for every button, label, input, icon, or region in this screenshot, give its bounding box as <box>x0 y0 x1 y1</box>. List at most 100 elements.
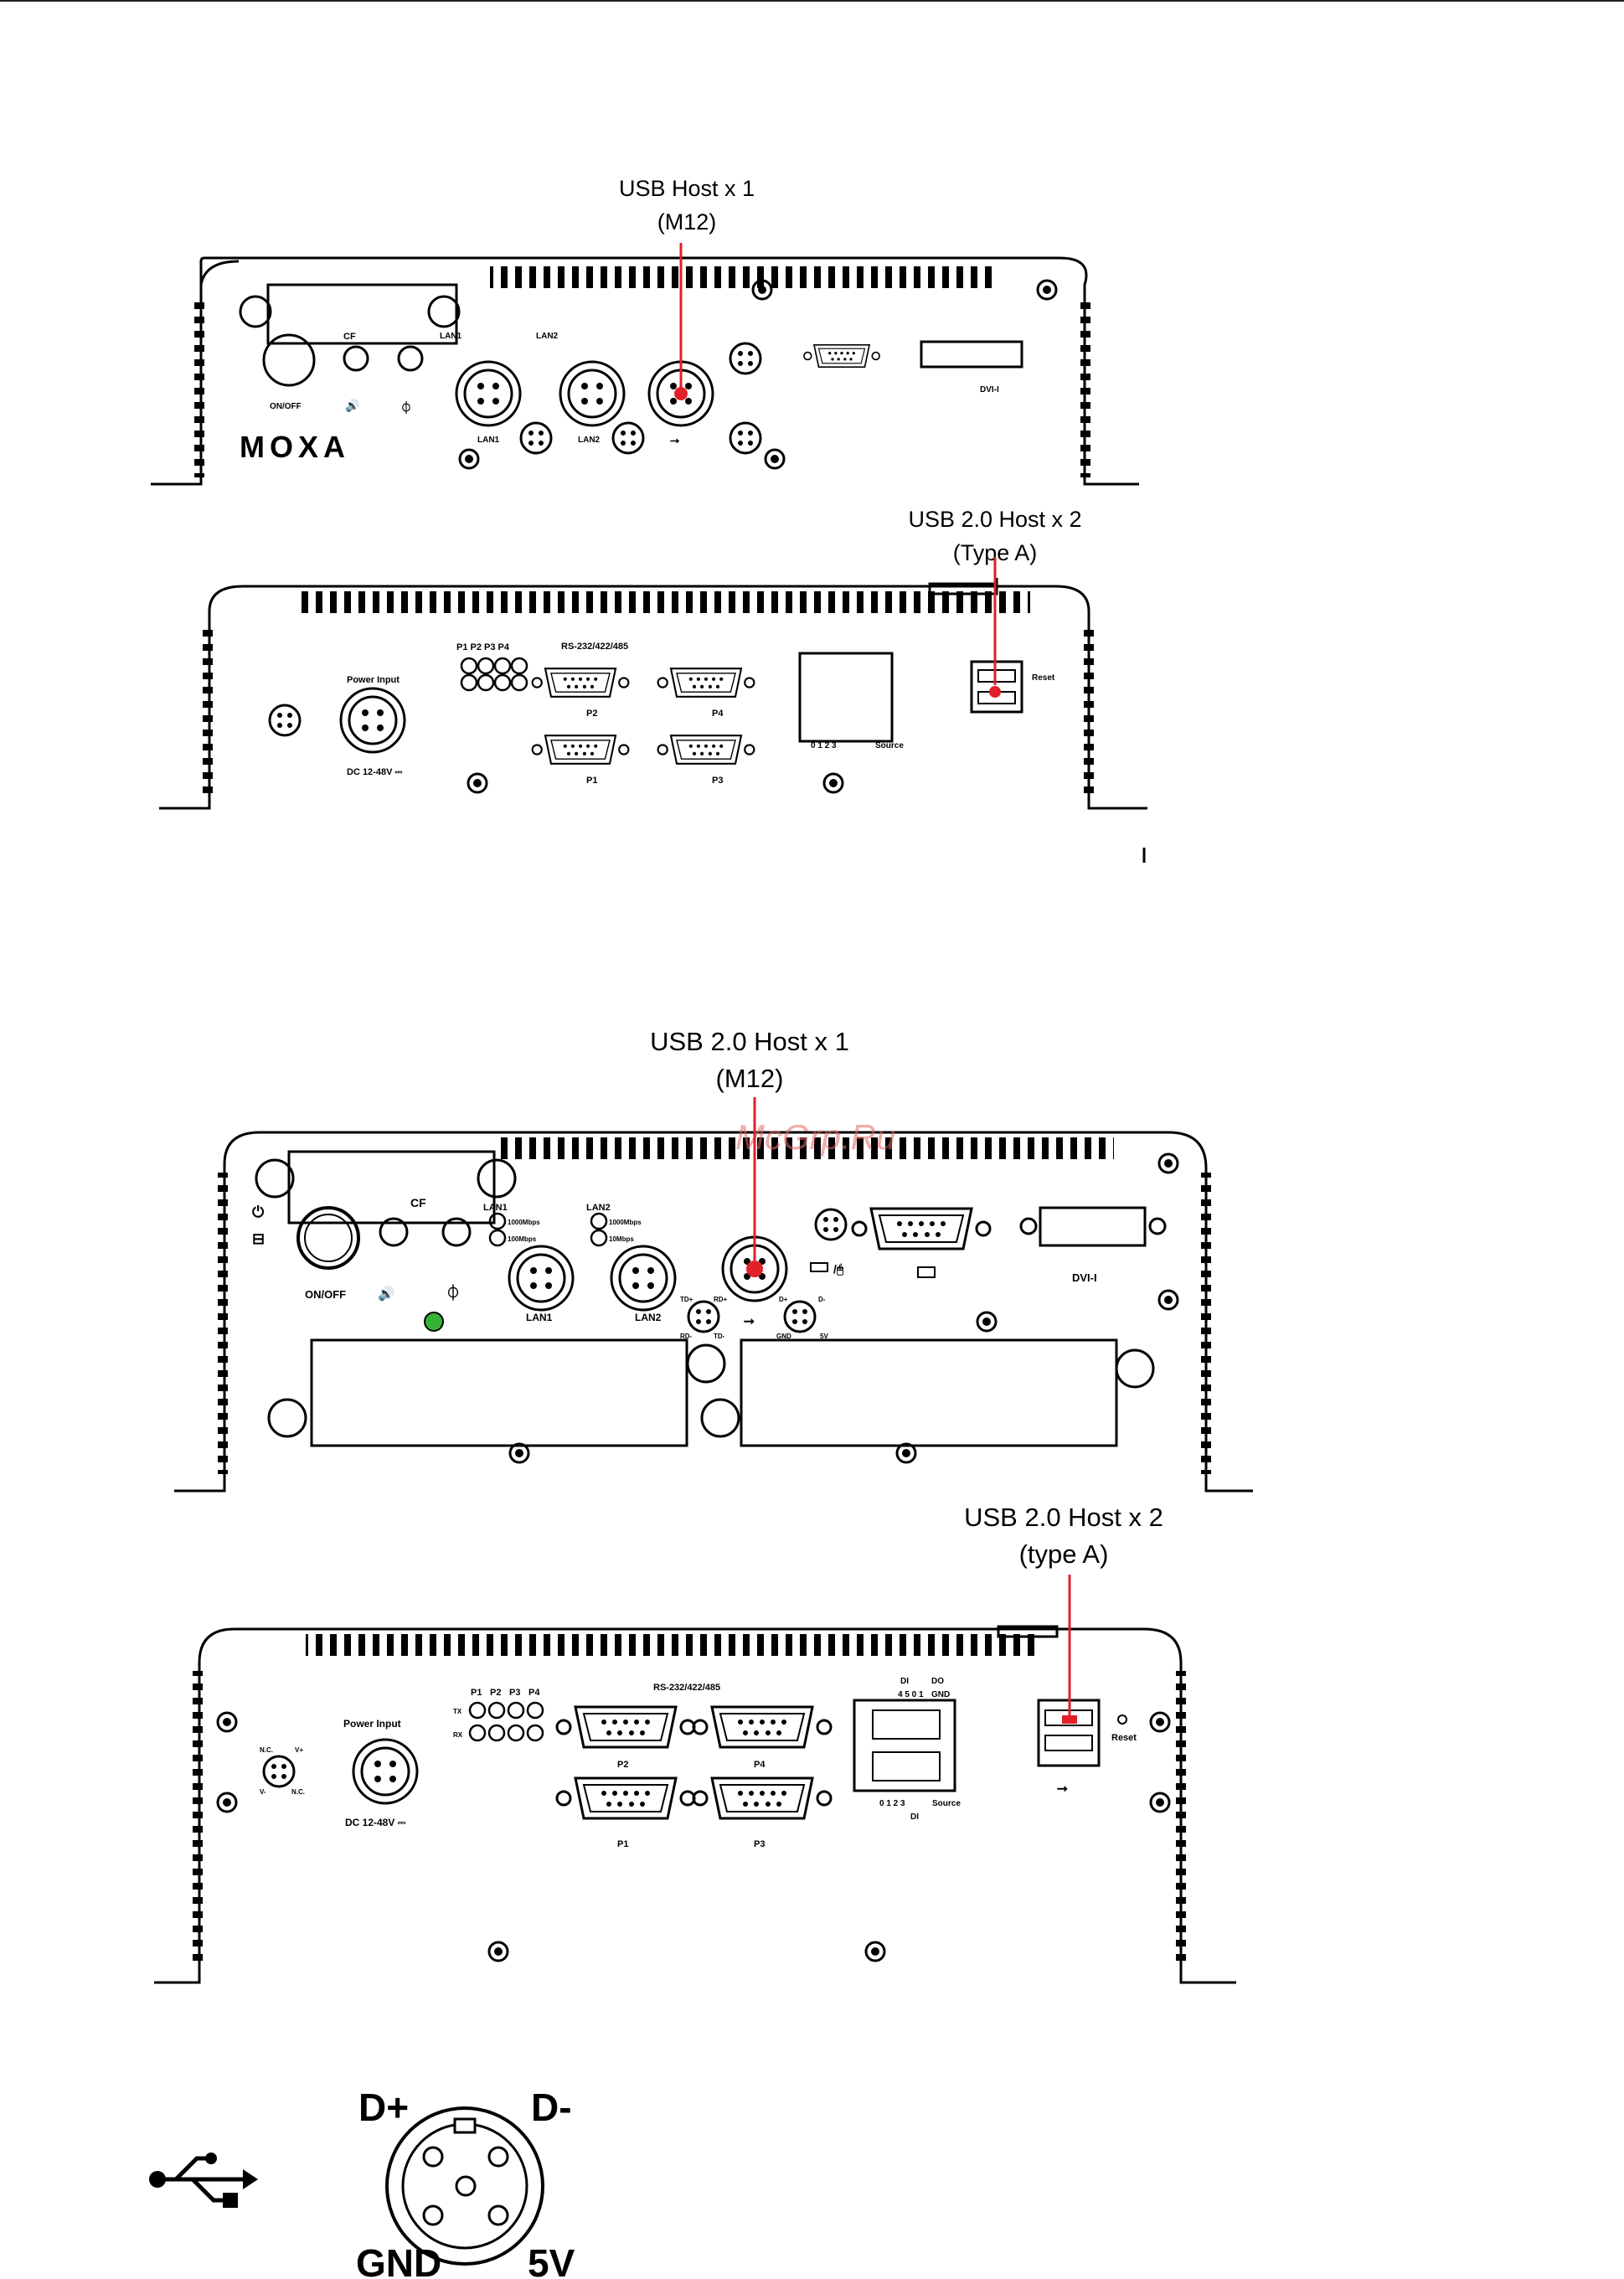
fig1-usb-typea-port <box>970 660 1023 714</box>
page-top-rule <box>0 0 1624 2</box>
fig2-port-p4-connector <box>692 1705 833 1749</box>
fig2-lan2-top-label: LAN2 <box>586 1203 611 1213</box>
fig2-di-header: DI <box>900 1677 909 1686</box>
fig1-dvi-label: DVI-I <box>980 385 999 394</box>
fig1-lan1-speed-label: LAN1 <box>440 332 462 341</box>
fig2-dvi-port <box>1039 1206 1147 1247</box>
fig2-usb-icon-rear: ⭢ <box>1057 1781 1068 1796</box>
fig2-port-p4-header: P4 <box>528 1688 540 1698</box>
callout-fig1-usb-typea-line1: USB 2.0 Host x 2 <box>908 507 1082 532</box>
pinout-d-plus-label: D+ <box>358 2086 409 2129</box>
usb-pinout-icon <box>149 2153 258 2208</box>
fig2-lan1-port <box>508 1245 575 1312</box>
fig1-lan2-label: LAN2 <box>578 436 601 445</box>
fig2-td-plus: TD+ <box>680 1296 693 1303</box>
fig2-heat-fins <box>498 1137 1114 1159</box>
fig1-usb-typea-highlight <box>989 686 1001 698</box>
fig2-usb-icon: ⭢ <box>744 1314 755 1328</box>
fig2-mouse-icon: /🖰 <box>833 1262 844 1276</box>
fig2-onoff-label: ON/OFF <box>305 1288 346 1301</box>
fig2-rx-label: RX <box>453 1731 463 1739</box>
fig2-5v: 5V <box>820 1333 828 1340</box>
fig2-lan2-1000: 1000Mbps <box>609 1219 642 1226</box>
pinout-d-minus-label: D- <box>531 2086 572 2129</box>
callout-fig2-usb-typea-line1: USB 2.0 Host x 2 <box>964 1503 1163 1532</box>
fig2-rear-heat-fins <box>306 1634 1034 1656</box>
fig2-dio-block <box>853 1699 956 1792</box>
fig2-front-panel: McGrp.Ru ⏻ ⊟ ON/OFF CF 🔊 ⏀ LAN1 1000Mbps… <box>174 1097 1253 1493</box>
fig2-power-input-label: Power Input <box>343 1718 401 1730</box>
fig1-rear-panel: Power Input DC 12-48V ⎓ P1 P2 P3 P4 RS-2… <box>159 557 1147 863</box>
fig2-dvi-label: DVI-I <box>1072 1271 1097 1284</box>
fig2-rear-panel: N.C. V+ V- N.C. Power Input DC 12-48V ⎓ … <box>154 1575 1236 1984</box>
fig2-port-p1-label: P1 <box>617 1839 628 1849</box>
fig1-lan1-label: LAN1 <box>477 436 500 445</box>
fig2-status-led <box>424 1312 444 1332</box>
fig2-power-icon: ⏻ <box>252 1204 265 1220</box>
fig2-lan2-label: LAN2 <box>635 1312 662 1323</box>
fig1-heat-fins <box>490 266 992 288</box>
fig2-lan1-label: LAN1 <box>526 1312 553 1323</box>
fig2-rd-minus: RD- <box>680 1333 693 1340</box>
fig2-port-p1-header: P1 <box>471 1688 482 1698</box>
fig1-dc-rating-label: DC 12-48V ⎓ <box>347 767 402 777</box>
fig2-gnd: GND <box>776 1333 791 1340</box>
fig1-dio-block <box>798 652 894 743</box>
callout-fig1-usb-m12: USB Host x 1 (M12) <box>586 172 787 239</box>
fig1-headphone-icon: ⏀ <box>400 401 412 415</box>
fig2-speaker-icon: 🔊 <box>378 1286 394 1302</box>
fig1-cf-label: CF <box>343 332 356 342</box>
fig2-port-p4-label: P4 <box>754 1760 766 1770</box>
fig1-port-p2: P2 <box>586 709 597 719</box>
callout-fig2-usb-typea: USB 2.0 Host x 2 (type A) <box>938 1499 1189 1573</box>
fig2-port-p3-header: P3 <box>509 1688 520 1698</box>
fig1-moxa-logo: MOXA <box>240 430 350 464</box>
fig2-port-p2-label: P2 <box>617 1760 628 1770</box>
callout-fig2-usb-typea-line2: (type A) <box>1018 1539 1109 1569</box>
fig2-di-label: DI <box>910 1812 919 1822</box>
watermark-mcgrp: McGrp.Ru <box>735 1117 895 1157</box>
fig2-headphone-icon: ⏀ <box>446 1284 461 1302</box>
fig1-serial-label: RS-232/422/485 <box>561 642 628 652</box>
fig2-port-p3-connector <box>692 1776 833 1820</box>
fig2-td-minus: TD- <box>714 1333 725 1340</box>
fig2-hdd-icon: ⊟ <box>252 1230 265 1247</box>
fig1-usb-icon: ⭢ <box>670 433 680 446</box>
fig2-port-p1-connector <box>555 1776 696 1820</box>
fig2-dc-rating-label: DC 12-48V ⎓ <box>345 1817 406 1828</box>
fig2-d-minus: D- <box>818 1296 826 1303</box>
fig2-port-p3-label: P3 <box>754 1839 765 1849</box>
callout-fig2-usb-m12: USB 2.0 Host x 1 (M12) <box>624 1023 875 1097</box>
fig2-d-plus: D+ <box>779 1296 788 1303</box>
fig2-port-p2-header: P2 <box>490 1688 501 1698</box>
fig2-usb-m12-highlight <box>746 1261 763 1277</box>
fig2-vga-port <box>851 1207 992 1250</box>
fig1-reset-label: Reset <box>1032 673 1055 683</box>
callout-fig1-usb-m12-line2: (M12) <box>657 209 717 235</box>
fig1-port-p4: P4 <box>712 709 724 719</box>
fig2-expansion-slot-left <box>310 1338 688 1447</box>
fig1-lan2-speed-label: LAN2 <box>536 332 559 341</box>
fig1-ports-header: P1 P2 P3 P4 <box>456 642 510 652</box>
fig2-monitor-icon <box>917 1266 936 1278</box>
fig1-speaker-icon: 🔊 <box>345 398 359 413</box>
fig1-rear-heat-fins <box>302 591 1030 613</box>
pinout-m12-connector <box>385 2106 544 2266</box>
fig2-serial-label: RS-232/422/485 <box>653 1683 720 1693</box>
fig1-power-input-label: Power Input <box>347 675 400 685</box>
callout-fig2-usb-m12-line2: (M12) <box>715 1064 784 1093</box>
fig2-vplus: V+ <box>295 1746 303 1754</box>
fig2-reset-button <box>1117 1714 1127 1725</box>
fig2-di-bottom-pins: 0 1 2 3 <box>879 1799 905 1808</box>
fig2-lan1-100: 100Mbps <box>508 1235 537 1243</box>
fig1-front-panel: ON/OFF CF 🔊 ⏀ LAN1 LAN2 LAN1 LAN2 ⭢ DVI-… <box>151 243 1139 486</box>
fig2-di-top-pins: 4 5 0 1 <box>898 1690 924 1699</box>
fig1-port-p3: P3 <box>712 776 723 786</box>
pinout-5v-label: 5V <box>528 2241 575 2279</box>
fig2-power-input-port <box>352 1738 419 1805</box>
fig2-port-p2-connector <box>555 1705 696 1749</box>
callout-fig2-usb-m12-line1: USB 2.0 Host x 1 <box>650 1027 849 1056</box>
fig1-usb-m12-highlight <box>674 387 688 400</box>
fig2-ps2-port <box>814 1208 848 1241</box>
